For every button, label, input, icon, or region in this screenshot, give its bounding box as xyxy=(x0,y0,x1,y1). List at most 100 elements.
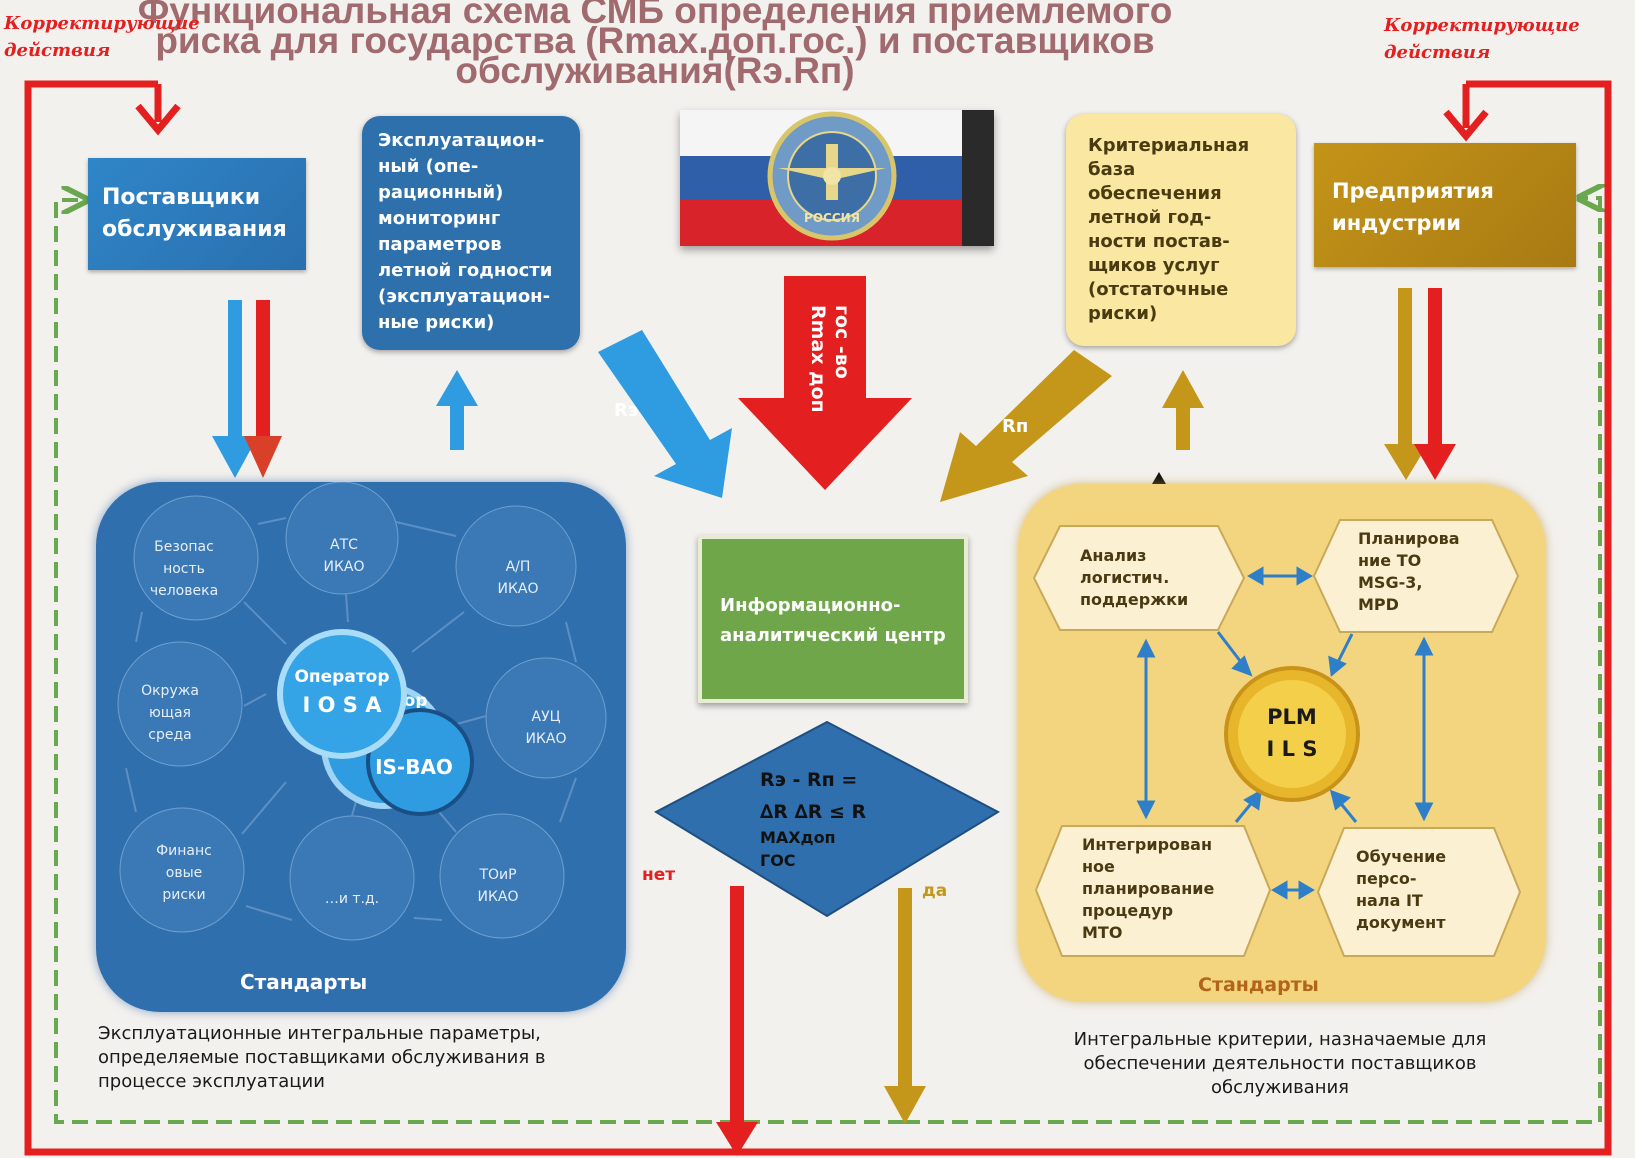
node-financial-risks: Финанс овые риски xyxy=(136,840,232,906)
re-arrow-label: Rэ xyxy=(614,400,639,421)
suppliers-line-2: обслуживания xyxy=(102,217,287,242)
green-dashed-loop-left xyxy=(54,200,904,1124)
corrective-right-line-1: Корректирующие xyxy=(1384,15,1580,36)
node-circle xyxy=(439,813,565,939)
hex-line: ние ТО xyxy=(1358,551,1422,570)
hex-line: нала IT xyxy=(1356,891,1423,910)
criteria-line: база xyxy=(1088,159,1136,180)
title-line-3: обслуживания(Rэ.Rп) xyxy=(455,50,855,91)
node-line: ИКАО xyxy=(497,581,539,597)
hex-line: MPD xyxy=(1358,595,1399,614)
caption-left: Эксплуатационные интегральные параметры,… xyxy=(98,1022,546,1094)
hex-mto-planning xyxy=(1034,825,1272,957)
caption-right: Интегральные критерии, назначаемые для о… xyxy=(1040,1028,1520,1100)
suppliers-line-1: Поставщики xyxy=(102,185,261,210)
red-down-arrow-suppliers xyxy=(244,300,282,478)
monitoring-line: рационный) xyxy=(378,182,504,203)
rp-arrow: Rп xyxy=(940,350,1112,502)
hex-logistics xyxy=(1032,525,1246,631)
industry-line-2: индустрии xyxy=(1332,211,1461,235)
node-atc-icao: АТС ИКАО xyxy=(296,534,392,578)
hex-maintenance-planning xyxy=(1312,519,1520,633)
emblem-text: РОССИЯ xyxy=(804,211,860,225)
monitoring-line: (эксплуатацион- xyxy=(378,286,551,307)
hex-line: планирование xyxy=(1082,879,1215,898)
hex-line: поддержки xyxy=(1080,590,1189,609)
hex-mto-planning-text: Интегрирован ное планирование процедур М… xyxy=(1082,834,1214,944)
criteria-line: летной год- xyxy=(1088,207,1212,228)
criteria-base-box: Критериальная база обеспечения летной го… xyxy=(1066,114,1296,346)
re-arrow: Rэ xyxy=(598,330,732,498)
criteria-line: щиков услуг xyxy=(1088,255,1220,276)
red-corrective-arrow-right xyxy=(1443,84,1489,142)
decision-line-3: МАХдоп xyxy=(760,828,836,847)
caption-left-line-1: Эксплуатационные интегральные параметры, xyxy=(98,1023,541,1044)
hex-line: Интегрирован xyxy=(1082,835,1213,854)
node-line: человека xyxy=(149,583,219,599)
rmax-arrow-label-line-1: Rmax доп xyxy=(807,305,829,413)
hex-it-training xyxy=(1316,827,1522,957)
node-line: ИКАО xyxy=(323,559,365,575)
criteria-line: риски) xyxy=(1088,303,1158,324)
criteria-line: (отстаточные xyxy=(1088,279,1229,300)
node-mro-icao: ТОиР ИКАО xyxy=(450,864,546,908)
red-corrective-arrow-left xyxy=(135,84,181,136)
criteria-line: ности постав- xyxy=(1088,231,1230,252)
aviation-emblem-icon: РОССИЯ xyxy=(767,111,897,241)
small-up-triangle-icon xyxy=(1152,472,1166,484)
criteria-line: Критериальная xyxy=(1088,135,1250,156)
monitoring-line: ные риски) xyxy=(378,312,495,333)
node-line: Финанс xyxy=(156,843,212,859)
node-line: ИКАО xyxy=(477,889,519,905)
caption-right-line-1: Интегральные критерии, назначаемые для xyxy=(1073,1029,1487,1050)
rmax-arrow-label-line-2: гос -во xyxy=(831,305,853,379)
info-analytic-center-box: Информационно- аналитический центр xyxy=(698,535,968,703)
info-center-line-1: Информационно- xyxy=(720,595,901,616)
decision-no-label: нет xyxy=(642,865,675,885)
right-standards-label: Стандарты xyxy=(1198,974,1319,996)
caption-right-line-3: обслуживания xyxy=(1210,1077,1349,1098)
corrective-right-line-2: действия xyxy=(1384,42,1491,63)
node-line: Безопас xyxy=(154,539,214,555)
suppliers-box: Поставщики обслуживания xyxy=(88,158,306,270)
monitoring-line: Эксплуатацион- xyxy=(378,130,545,151)
blue-down-arrow-suppliers xyxy=(212,300,258,478)
node-line: Окружа xyxy=(141,683,199,699)
criteria-line: обеспечения xyxy=(1088,183,1222,204)
title-line-1: Функциональная схема СМБ определения при… xyxy=(137,0,1173,31)
corrective-left-line-1: Корректирующие xyxy=(4,13,200,34)
caption-left-line-2: определяемые поставщиками обслуживания в xyxy=(98,1047,546,1068)
decision-diamond: Rэ - Rп = ∆R ∆R ≤ R МАХдоп ГОС xyxy=(653,720,1001,918)
hex-line: Анализ xyxy=(1080,546,1147,565)
node-line: ИКАО xyxy=(525,731,567,747)
hex-line: МТО xyxy=(1082,923,1123,942)
red-feedback-loop-right xyxy=(736,80,1612,1156)
node-line: А/П xyxy=(505,559,531,575)
russia-flag-emblem: РОССИЯ xyxy=(680,110,994,246)
diagram-title: Функциональная схема СМБ определения при… xyxy=(110,0,1200,91)
plm-ils-node: PLM I L S xyxy=(1224,666,1360,802)
node-line: ность xyxy=(163,561,205,577)
node-human-safety: Безопас ность человека xyxy=(136,536,232,602)
monitoring-line: мониторинг xyxy=(378,208,501,229)
corrective-actions-right: Корректирующие действия xyxy=(1384,12,1580,66)
monitoring-line: ный (опе- xyxy=(378,156,479,177)
hex-maintenance-planning-text: Планирова ние ТО MSG-3, MPD xyxy=(1358,528,1460,616)
node-circle xyxy=(117,641,243,767)
ils-label: I L S xyxy=(1267,737,1318,761)
node-airport-icao: А/П ИКАО xyxy=(470,556,566,600)
decision-line-2: ∆R ∆R ≤ R xyxy=(760,801,867,823)
hex-line: документ xyxy=(1356,913,1446,932)
hex-line: персо- xyxy=(1356,869,1417,888)
hex-line: MSG-3, xyxy=(1358,573,1423,592)
corrective-actions-left: Корректирующие действия xyxy=(4,10,200,64)
node-environment: Окружа ющая среда xyxy=(122,680,218,746)
node-circle xyxy=(285,482,399,595)
caption-right-line-2: обеспечении деятельности поставщиков xyxy=(1083,1053,1477,1074)
node-line: риски xyxy=(162,887,206,903)
flag-graphic: РОССИЯ xyxy=(680,110,994,246)
node-etc: …и т.д. xyxy=(304,888,400,910)
node-line: овые xyxy=(165,865,203,881)
